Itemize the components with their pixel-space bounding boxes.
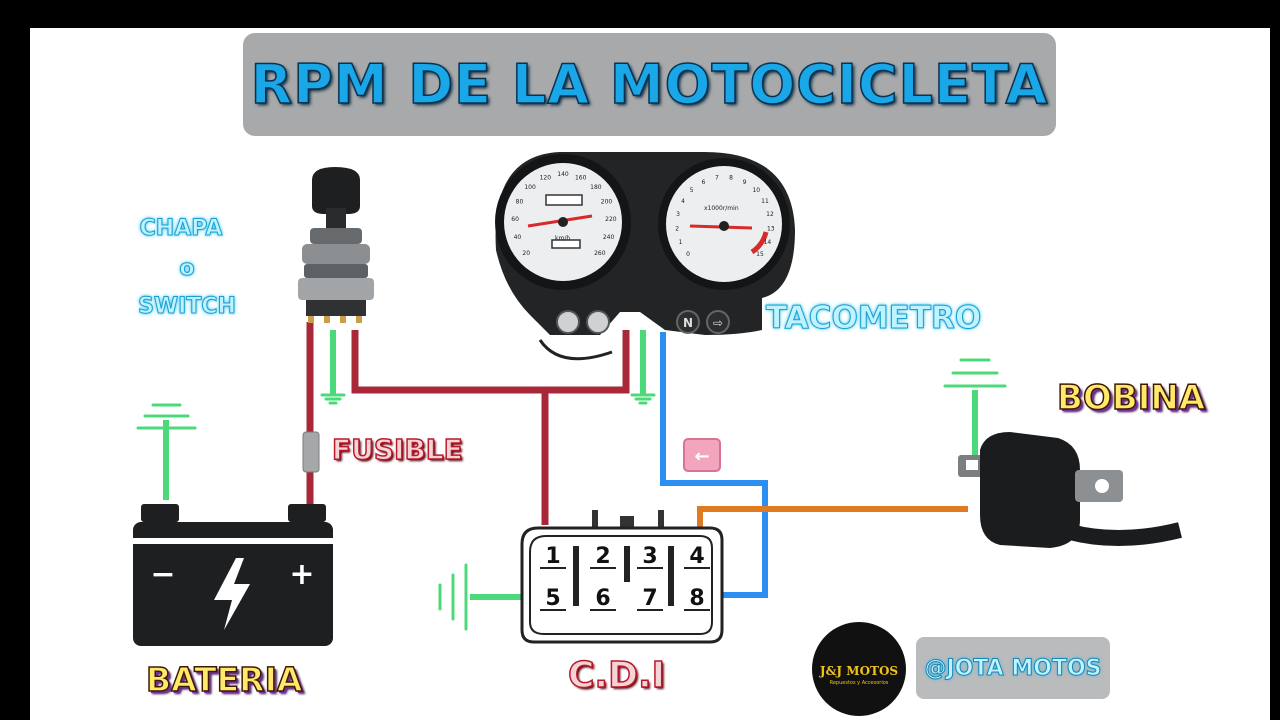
tachometer-scale-label: 15 — [756, 251, 764, 258]
social-handle: @JOTA MOTOS — [924, 655, 1102, 681]
battery: − + — [133, 504, 333, 646]
turn-signal-lamp — [706, 310, 730, 334]
speedometer-scale-label: 40 — [514, 234, 522, 241]
spark-plug-cable — [1067, 522, 1182, 547]
speedometer-scale-label: 160 — [575, 174, 587, 181]
speedometer-scale-label: 240 — [603, 234, 615, 241]
tachometer-scale-label: 13 — [767, 225, 775, 232]
ignition-coil — [958, 432, 1182, 548]
tachometer-label: TACOMETRO — [765, 300, 982, 337]
logo-name: J&J MOTOS — [819, 664, 899, 678]
battery-label: BATERIA — [145, 659, 303, 700]
fuse — [302, 431, 320, 473]
indicator-lamp-2 — [586, 310, 610, 334]
speedometer-scale-label: 200 — [601, 199, 613, 206]
speedometer-unit: km/h — [555, 235, 570, 242]
fuse-label: FUSIBLE — [331, 432, 463, 467]
cdi-pin-1: 1 — [545, 544, 560, 569]
cluster-cable — [538, 339, 613, 361]
ground-symbols — [136, 358, 1007, 631]
tachometer-scale-label: 8 — [729, 175, 733, 182]
cdi-pin-7: 7 — [642, 586, 657, 611]
ground-symbol-cdi — [438, 563, 468, 631]
cdi-pin-2: 2 — [595, 544, 610, 569]
ground-symbol-battery — [136, 403, 197, 430]
ground-symbol-tacho — [630, 393, 656, 405]
tachometer-scale-label: 2 — [675, 225, 679, 232]
speedometer-scale-label: 100 — [524, 184, 536, 191]
ground-symbol-switch — [320, 393, 346, 405]
tachometer-redline — [750, 231, 769, 255]
coil-wire — [697, 506, 968, 528]
tachometer-scale-label: 10 — [752, 187, 760, 194]
page-title: RPM DE LA MOTOCICLETA — [250, 52, 1049, 117]
speedometer-scale-label: 60 — [511, 216, 519, 223]
tachometer-scale-label: 6 — [701, 179, 705, 186]
ground-symbol-coil — [943, 358, 1007, 388]
cdi-label: C.D.I — [567, 654, 666, 697]
cdi-unit: 1 2 3 4 5 6 7 8 — [520, 510, 724, 644]
battery-negative-post — [141, 504, 179, 522]
tachometer-scale-label: 1 — [679, 239, 683, 246]
neutral-lamp-label: N — [683, 316, 693, 330]
arrow-marker: ← — [683, 438, 721, 472]
tachometer-scale-label: 11 — [761, 198, 769, 205]
logo-subtitle: Repuestos y Accesorios — [829, 680, 889, 686]
tachometer-scale-label: 4 — [681, 198, 685, 205]
tachometer-scale-label: 7 — [715, 175, 719, 182]
coil-label: BOBINA — [1056, 377, 1206, 419]
speedometer-scale-label: 80 — [516, 199, 524, 206]
tachometer-scale-label: 9 — [743, 179, 747, 186]
switch-tacho-wire — [351, 330, 630, 394]
speedometer-scale-label: 120 — [540, 174, 552, 181]
brand-logo — [812, 622, 906, 716]
tachometer-scale-label: 3 — [676, 211, 680, 218]
cdi-pin-6: 6 — [595, 586, 610, 611]
ignition-switch — [298, 167, 374, 323]
cdi-pin-8: 8 — [689, 586, 704, 611]
battery-negative-label: − — [150, 557, 175, 592]
cdi-pin-5: 5 — [545, 586, 560, 611]
turn-signal-icon: ⇨ — [713, 316, 723, 330]
arrow-left-icon: ← — [694, 446, 709, 467]
title-banner — [243, 33, 1056, 136]
speedometer-scale-label: 220 — [605, 216, 617, 223]
speedometer-scale-label: 140 — [557, 171, 569, 178]
social-handle-box — [916, 637, 1110, 699]
switch-label-line2: o — [179, 256, 195, 282]
tachometer-scale-label: 14 — [764, 239, 772, 246]
lightning-icon — [214, 558, 250, 630]
tachometer-unit: x1000r/min — [704, 205, 739, 212]
tacho-signal-wire — [660, 332, 768, 598]
switch-label-line1: CHAPA — [139, 216, 223, 242]
switch-label-line3: SWITCH — [138, 294, 237, 320]
cdi-pin-3: 3 — [642, 544, 657, 569]
battery-positive-post — [288, 504, 326, 522]
indicator-lamp-1 — [556, 310, 580, 334]
battery-positive-label: + — [289, 557, 314, 592]
speedometer-scale-label: 20 — [522, 250, 530, 257]
speedometer-scale-label: 260 — [594, 250, 606, 257]
speedometer-scale-label: 180 — [590, 184, 602, 191]
tachometer-scale-label: 5 — [690, 187, 694, 194]
neutral-lamp — [676, 310, 700, 334]
tachometer-scale-label: 0 — [686, 251, 690, 258]
tachometer-scale-label: 12 — [766, 211, 774, 218]
cdi-pin-4: 4 — [689, 544, 704, 569]
